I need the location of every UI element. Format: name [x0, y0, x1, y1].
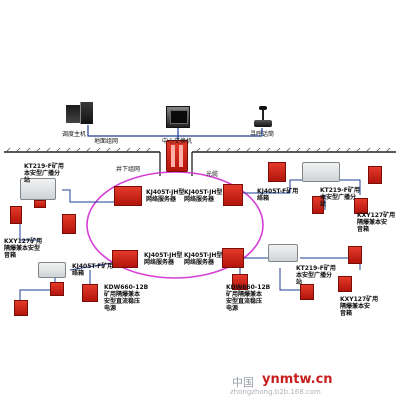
- kxy127-right-top-speaker-2: [354, 198, 368, 214]
- kxy127-left-speaker-3: [50, 282, 64, 296]
- pager-mic-icon: [252, 106, 274, 128]
- fiber-label: 光缆: [206, 171, 219, 178]
- watermark-cn: 中国: [232, 376, 254, 389]
- kdw-left-label: KDW660-12B 矿用隔爆兼本 安型直流稳压 电源: [104, 284, 149, 312]
- kj405-server-bottom-right-label: KJ405T-JH型 网络服务器: [184, 252, 223, 266]
- kt219-left-cabinet: [20, 178, 56, 200]
- kj405-box-left-cabinet: [38, 262, 66, 278]
- kxy127-right-bottom-speaker-2: [338, 276, 352, 292]
- watermark-site: ynmtw.cn: [262, 372, 333, 387]
- kt219-right-top-cabinet: [302, 162, 340, 182]
- kxy127-right-bottom-label: KXY127矿用 隔爆兼本安 音箱: [340, 296, 379, 317]
- link-kt219-left: [62, 189, 118, 203]
- kj405-box-top-right: [268, 162, 286, 182]
- ground-hatching: [5, 147, 391, 153]
- link-kxy127-left-top: [19, 222, 40, 241]
- kxy127-left-speaker: [14, 300, 28, 316]
- link-kt219-right-top: [243, 179, 305, 194]
- center-switch-label: 中心交换机: [162, 138, 193, 145]
- kxy127-right-bottom-speaker: [348, 246, 362, 264]
- kxy127-left-speaker-2: [62, 214, 76, 234]
- kt219-top-left-label: KT219-F矿用 本安型广播分 站: [24, 163, 64, 184]
- kxy127-left-top-speaker: [10, 206, 22, 224]
- kj405-server-top-left: [114, 186, 142, 206]
- kj405-box-left-label: KJ405T-F矿用 络箱: [72, 263, 114, 277]
- kdw-right-label: KDW660-12B 矿用隔爆兼本 安型直流稳压 电源: [226, 284, 271, 312]
- kj405-server-top-right: [223, 184, 243, 206]
- kj405-server-bottom-right: [222, 248, 244, 268]
- center-switch-icon: [166, 106, 190, 128]
- kxy127-left-label: KXY127矿用 隔爆兼本安型 音箱: [4, 238, 43, 259]
- kdw-right-psu: [232, 274, 248, 290]
- kt219-right-bottom-subunit: [300, 284, 314, 300]
- kj405-server-bottom-left: [112, 250, 138, 268]
- kxy127-right-top-speaker: [368, 166, 382, 184]
- kj405-server-bottom-left-label: KJ405T-JH型 网络服务器: [144, 252, 183, 266]
- link-kj405-left: [69, 261, 119, 271]
- kt219-left-subunit: [34, 200, 46, 208]
- dispatch-host-icon: [66, 102, 93, 126]
- kt219-bottom-right-label: KT219-F矿用 本安型广播分 站: [296, 265, 336, 286]
- fiber-ring: [86, 171, 264, 279]
- link-kxy127-right-top: [340, 179, 361, 195]
- kt219-right-top-subunit: [312, 196, 324, 214]
- kdw-left-psu: [82, 284, 98, 302]
- underground-net-label: 井下组网: [116, 166, 141, 173]
- link-kxy127-left: [19, 270, 56, 308]
- kj405-box-right-cabinet: [268, 244, 298, 262]
- link-kt219-right-bottom: [279, 268, 300, 291]
- watermark-domain: zhongzhong.b2b.168.com: [230, 388, 321, 396]
- pager-label: 寻呼话筒: [250, 131, 275, 138]
- kxy127-right-top-label: KXY127矿用 隔爆兼本安 音箱: [357, 212, 396, 233]
- dispatch-host-label: 调度主机: [62, 131, 87, 138]
- surface-link-dispatch: [87, 125, 179, 137]
- kj405-box-top-right-label: KJ405T-F矿用 络箱: [257, 188, 299, 202]
- kj405-server-top-left-label: KJ405T-JH型 网络服务器: [146, 189, 185, 203]
- kj405-server-top-right-label: KJ405T-JH型 网络服务器: [184, 189, 223, 203]
- shaft-switch-cabinet: [166, 140, 188, 172]
- ground-net-label: 地面组网: [94, 138, 119, 145]
- kt219-top-right-label: KT219-F矿用 本安型广播分 站: [320, 187, 360, 208]
